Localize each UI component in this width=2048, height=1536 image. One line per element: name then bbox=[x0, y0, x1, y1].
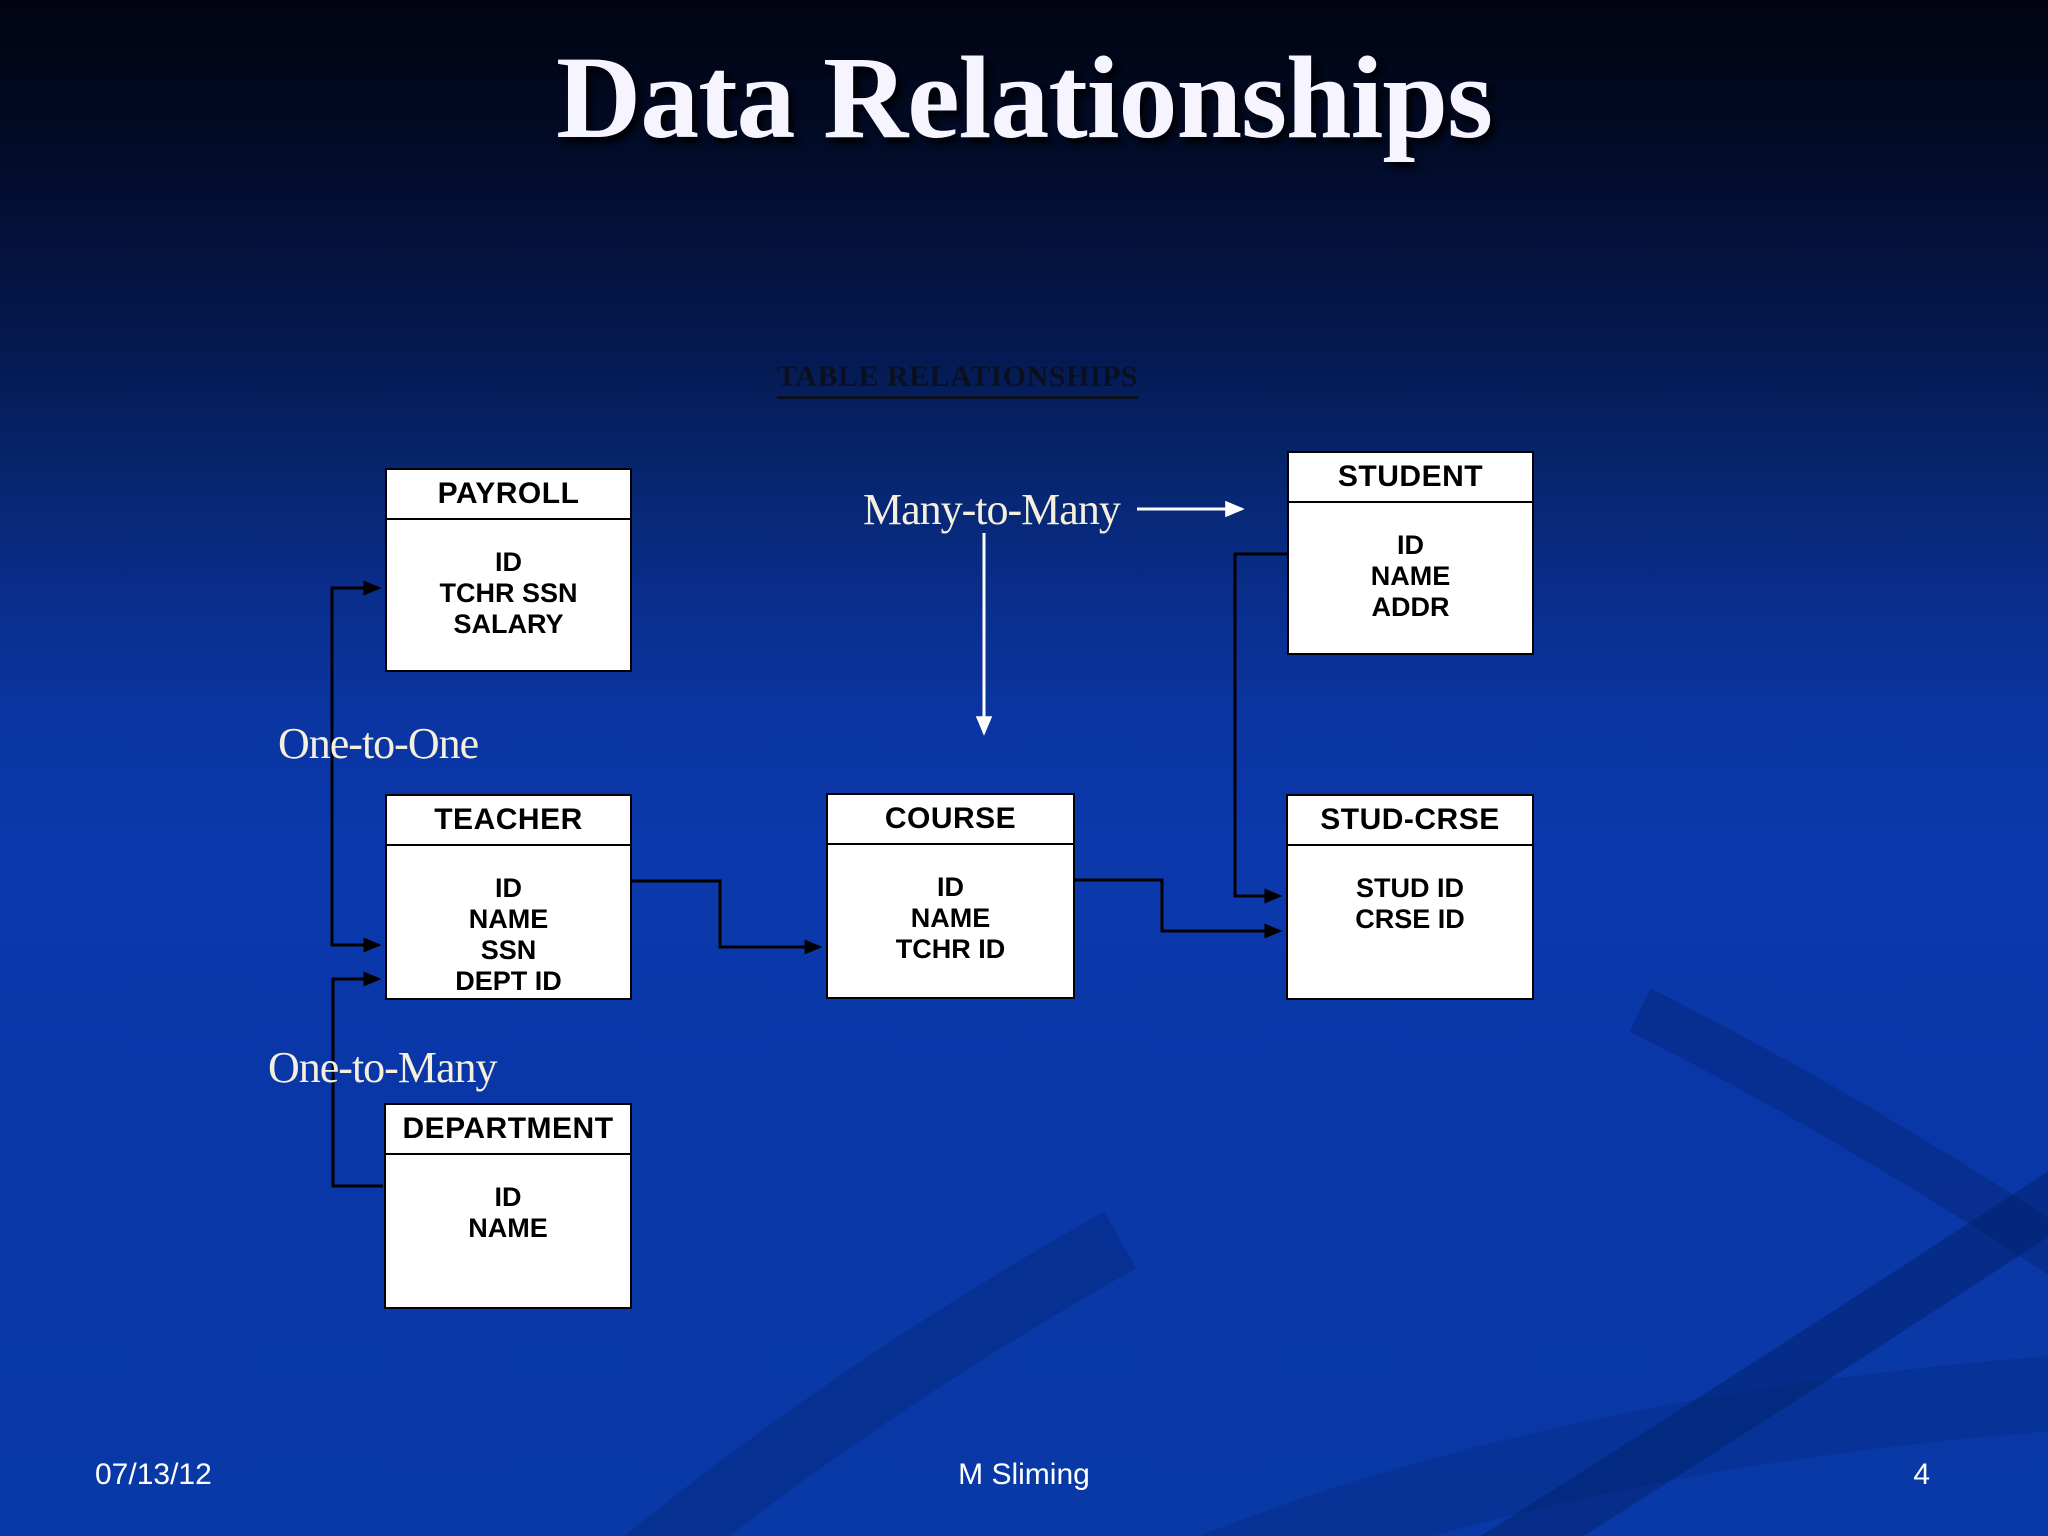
entity-field: TCHR ID bbox=[895, 934, 1006, 964]
label-one-to-many: One-to-Many bbox=[268, 1043, 497, 1092]
entity-field: NAME bbox=[1370, 561, 1451, 591]
entity-field: ADDR bbox=[1371, 592, 1450, 622]
entity-title-department: DEPARTMENT bbox=[386, 1105, 630, 1155]
entity-title-stud-crse: STUD-CRSE bbox=[1288, 796, 1532, 846]
entity-field: NAME bbox=[468, 1213, 548, 1243]
entity-field: NAME bbox=[910, 903, 991, 933]
entity-field: NAME bbox=[468, 904, 549, 934]
entity-field: TCHR SSN bbox=[439, 578, 578, 608]
entity-field: DEPT ID bbox=[455, 966, 562, 996]
entity-title-course: COURSE bbox=[828, 795, 1073, 845]
connector-course-studcrse bbox=[1075, 878, 1283, 939]
connector-student-studcrse bbox=[1233, 552, 1287, 904]
footer-author: M Sliming bbox=[958, 1458, 1090, 1491]
entity-title-student: STUDENT bbox=[1289, 453, 1532, 503]
entity-title-payroll: PAYROLL bbox=[387, 470, 630, 520]
entity-field: SSN bbox=[480, 935, 537, 965]
entity-field: CRSE ID bbox=[1355, 904, 1465, 934]
entity-field: STUD ID bbox=[1356, 873, 1464, 903]
slide-title: Data Relationships bbox=[556, 32, 1493, 163]
label-one-to-one: One-to-One bbox=[278, 719, 479, 768]
footer-page-number: 4 bbox=[1913, 1458, 1930, 1491]
label-many-to-many: Many-to-Many bbox=[863, 485, 1121, 534]
entity-field: ID bbox=[494, 1182, 522, 1212]
connector-teacher-course bbox=[632, 879, 823, 955]
entity-field: SALARY bbox=[453, 609, 564, 639]
entity-field: ID bbox=[495, 873, 522, 903]
diagram-heading: TABLE RELATIONSHIPS bbox=[777, 360, 1138, 399]
entity-field: ID bbox=[495, 547, 522, 577]
swoosh-ribbon bbox=[1629, 988, 2048, 1275]
footer-date: 07/13/12 bbox=[95, 1458, 212, 1491]
entity-field: ID bbox=[937, 872, 964, 902]
entity-title-teacher: TEACHER bbox=[387, 796, 630, 846]
entity-field: ID bbox=[1397, 530, 1424, 560]
